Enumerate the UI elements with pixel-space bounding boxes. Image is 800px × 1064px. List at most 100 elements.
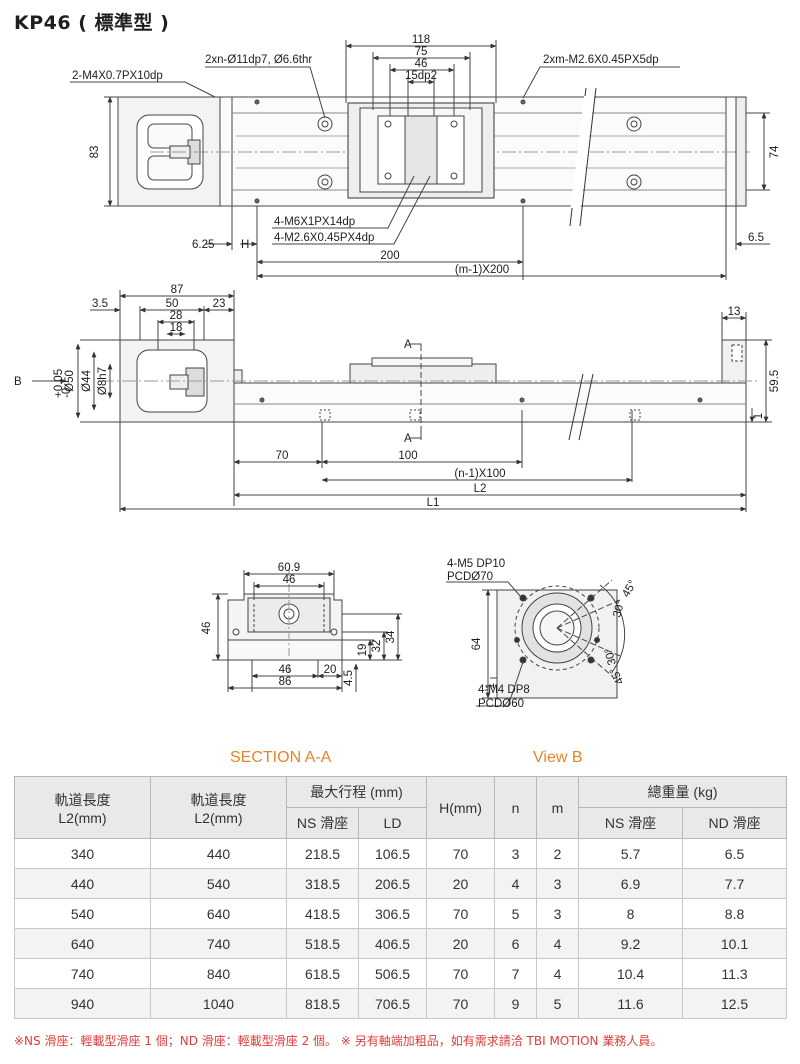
header-rail-length-2: 軌道長度 L2(mm) xyxy=(150,776,287,839)
view-b-arrow-label: B xyxy=(14,376,22,388)
callout-pcd70: PCDØ70 xyxy=(447,571,493,583)
callout-holes-n: 2xn-Ø11dp7, Ø6.6thr xyxy=(205,54,312,66)
cell: 840 xyxy=(150,958,287,989)
callout-m4-dp8: 4-M4 DP8 xyxy=(478,684,530,696)
cell: 11.3 xyxy=(682,958,788,989)
dim-74: 74 xyxy=(769,145,781,158)
cell: 20 xyxy=(426,868,496,899)
dim-200: 200 xyxy=(380,250,399,262)
side-view xyxy=(32,290,772,512)
dim-87: 87 xyxy=(171,284,184,296)
cell: 12.5 xyxy=(682,988,788,1019)
cell: 818.5 xyxy=(286,988,359,1019)
top-view xyxy=(70,40,770,280)
section-a-a-caption: SECTION A-A xyxy=(230,749,332,766)
spec-table: 軌道長度 L2(mm) 軌道長度 L2(mm) 最大行程 (mm) H(mm) … xyxy=(14,776,788,1019)
header-rail-length-2-label: 軌道長度 xyxy=(190,791,247,808)
dim-75: 75 xyxy=(415,46,428,58)
tol-bottom: -0 xyxy=(61,388,73,398)
dim-dia-50: Ø50 xyxy=(64,370,76,392)
cell: 406.5 xyxy=(357,928,428,959)
cell: 740 xyxy=(150,928,287,959)
cell: 70 xyxy=(426,988,496,1019)
header-rail-length-2-unit: L2(mm) xyxy=(194,809,243,826)
cell: 1040 xyxy=(150,988,287,1019)
cell: 10.4 xyxy=(578,958,684,989)
header-m: m xyxy=(536,776,580,839)
cell: 4 xyxy=(536,958,580,989)
cell: 640 xyxy=(150,898,287,929)
section-mark-top: A xyxy=(404,339,412,351)
dim-23: 23 xyxy=(213,298,226,310)
angle-30-top: 30° xyxy=(611,599,627,619)
dim-83: 83 xyxy=(89,146,101,159)
cell: 3 xyxy=(494,838,538,869)
dim-1: 1 xyxy=(753,413,765,419)
view-b-caption: View B xyxy=(533,749,583,766)
cell: 4 xyxy=(536,928,580,959)
cell: 5 xyxy=(536,988,580,1019)
dim-section-19: 19 xyxy=(357,644,369,657)
dim-section-20: 20 xyxy=(324,664,337,676)
header-weight-ns: NS 滑座 xyxy=(578,807,684,839)
cell: 106.5 xyxy=(357,838,428,869)
dim-L1: L1 xyxy=(427,497,440,509)
tol-top: +0.05 xyxy=(53,369,65,398)
engineering-drawing: 118 75 46 15dp2 2xn-Ø11dp7, Ø6.6thr 2xm-… xyxy=(14,34,781,710)
cell: 11.6 xyxy=(578,988,684,1019)
cell: 640 xyxy=(14,928,151,959)
dim-6-25: 6.25 xyxy=(192,239,214,251)
dim-70: 70 xyxy=(276,450,289,462)
cell: 506.5 xyxy=(357,958,428,989)
side-view-labels: 87 50 23 28 18 3.5 13 B Ø50 +0.05 -0 Ø44… xyxy=(14,284,781,509)
dim-15dp2: 15dp2 xyxy=(405,70,437,82)
cell: 5 xyxy=(494,898,538,929)
section-view-labels: 60.9 46 46 46 20 86 19 32 34 4.5 xyxy=(201,562,397,688)
dim-section-34: 34 xyxy=(385,630,397,643)
dim-section-46-height: 46 xyxy=(201,622,213,635)
cell: 540 xyxy=(150,868,287,899)
dim-L2: L2 xyxy=(474,483,487,495)
dim-n-1-x100: (n-1)X100 xyxy=(454,468,505,480)
cell: 6.9 xyxy=(578,868,684,899)
dim-28: 28 xyxy=(170,310,183,322)
dim-H: H xyxy=(241,239,249,251)
dim-section-4-5: 4.5 xyxy=(343,670,355,686)
cell: 2 xyxy=(536,838,580,869)
cell: 518.5 xyxy=(286,928,359,959)
header-weight-nd: ND 滑座 xyxy=(682,807,788,839)
cell: 218.5 xyxy=(286,838,359,869)
cell: 540 xyxy=(14,898,151,929)
dim-view-b-1: 1 xyxy=(485,683,497,689)
dim-dia-8h7: Ø8h7 xyxy=(97,367,109,395)
cell: 9.2 xyxy=(578,928,684,959)
cell: 70 xyxy=(426,898,496,929)
cell: 740 xyxy=(14,958,151,989)
header-rail-length-1-label: 軌道長度 xyxy=(54,791,111,808)
section-mark-bottom: A xyxy=(404,433,412,445)
dim-100: 100 xyxy=(398,450,417,462)
dim-60-9: 60.9 xyxy=(278,562,300,574)
cell: 8.8 xyxy=(682,898,788,929)
dim-section-46-top: 46 xyxy=(283,574,296,586)
dim-section-46-bottom: 46 xyxy=(279,664,292,676)
cell: 618.5 xyxy=(286,958,359,989)
cell: 318.5 xyxy=(286,868,359,899)
view-b xyxy=(446,579,626,707)
side-rail-body xyxy=(233,382,747,423)
dim-section-86: 86 xyxy=(279,676,292,688)
callout-pcd60: PCDØ60 xyxy=(478,698,524,710)
header-total-weight: 總重量 (kg) xyxy=(578,776,788,808)
cell: 7 xyxy=(494,958,538,989)
cell: 306.5 xyxy=(357,898,428,929)
footnote: ※NS 滑座：輕載型滑座 1 個；ND 滑座：輕載型滑座 2 個。 ※ 另有軸端… xyxy=(14,1034,663,1048)
callout-m26: 4-M2.6X0.45PX4dp xyxy=(274,232,374,244)
dim-64: 64 xyxy=(471,637,483,650)
dim-dia-44: Ø44 xyxy=(81,370,93,392)
dim-section-32: 32 xyxy=(371,640,383,653)
